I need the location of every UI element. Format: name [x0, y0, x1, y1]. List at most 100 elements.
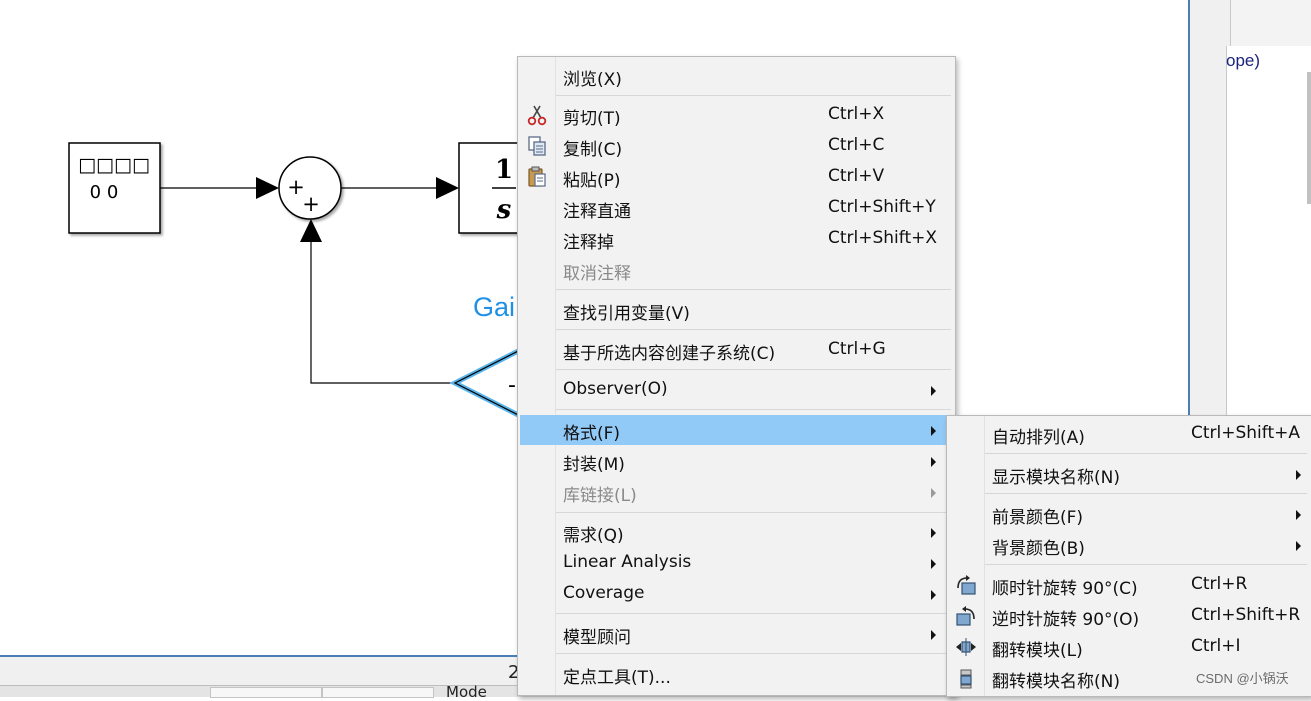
menu-item-label: 复制(C) [563, 140, 623, 160]
submenu-arrow-icon [1296, 470, 1301, 480]
menu-item-copy[interactable]: 复制(C) Ctrl+C [520, 131, 953, 161]
submenu-arrow-icon [931, 528, 936, 538]
panel-partial-text: ope) [1226, 51, 1261, 70]
menu-item-foreground-color[interactable]: 前景颜色(F) [949, 499, 1309, 529]
menu-separator [556, 329, 951, 330]
panel-list[interactable] [1226, 46, 1311, 416]
submenu-arrow-icon [931, 559, 936, 569]
menu-item-shortcut: Ctrl+Shift+R [1191, 605, 1301, 625]
menu-item-label: Linear Analysis [563, 552, 692, 572]
submenu-arrow-icon [931, 386, 936, 396]
panel-scrollbar[interactable] [1307, 72, 1311, 204]
menu-item-label: 逆时针旋转 90°(O) [992, 610, 1140, 630]
flip-block-icon [956, 638, 976, 656]
menu-item-label: 基于所选内容创建子系统(C) [563, 344, 776, 364]
menu-item-cut[interactable]: 剪切(T) Ctrl+X [520, 100, 953, 130]
menu-item-coverage[interactable]: Coverage [520, 579, 953, 609]
menu-item-label: 背景颜色(B) [992, 539, 1085, 559]
menu-item-label: 注释直通 [563, 202, 631, 222]
menu-item-flip-block[interactable]: 翻转模块(L) Ctrl+I [949, 632, 1309, 662]
menu-item-fixed-point-tool[interactable]: 定点工具(T)... [520, 659, 953, 689]
menu-item-linear-analysis[interactable]: Linear Analysis [520, 548, 953, 578]
menu-item-comment-out[interactable]: 注释掉 Ctrl+Shift+X [520, 224, 953, 254]
menu-item-shortcut: Ctrl+R [1191, 574, 1248, 594]
menu-separator [985, 453, 1307, 454]
submenu-arrow-icon [931, 457, 936, 467]
menu-item-label: 取消注释 [563, 264, 631, 284]
menu-item-shortcut: Ctrl+I [1191, 636, 1241, 656]
signal-lines [160, 187, 455, 384]
menu-item-label: 库链接(L) [563, 486, 637, 506]
menu-separator [556, 653, 951, 654]
bottom-cell[interactable] [210, 687, 322, 698]
menu-separator [556, 95, 951, 96]
sum-sign-1: + [287, 175, 305, 199]
menu-separator [556, 512, 951, 513]
submenu-arrow-icon [931, 590, 936, 600]
menu-item-format[interactable]: 格式(F) [520, 415, 953, 445]
menu-item-label: 封装(M) [563, 455, 625, 475]
menu-item-label: 注释掉 [563, 233, 614, 253]
submenu-arrow-icon [1296, 510, 1301, 520]
bottom-cell[interactable] [322, 687, 434, 698]
sum-sign-2: + [302, 192, 320, 216]
source-block-text-line1: □□□□ [78, 154, 150, 176]
menu-item-label: Coverage [563, 583, 645, 603]
menu-item-observer[interactable]: Observer(O) [520, 375, 953, 405]
integrator-denominator: s [496, 195, 512, 225]
submenu-arrow-icon [1296, 541, 1301, 551]
menu-item-flip-block-name[interactable]: 翻转模块名称(N) [949, 663, 1309, 693]
menu-item-shortcut: Ctrl+X [828, 104, 885, 124]
menu-item-shortcut: Ctrl+Shift+Y [828, 197, 936, 217]
menu-item-label: 查找引用变量(V) [563, 304, 690, 324]
gain-block-label: Gai [473, 292, 516, 322]
menu-item-requirements[interactable]: 需求(Q) [520, 517, 953, 547]
menu-item-label: 浏览(X) [563, 70, 622, 90]
menu-item-shortcut: Ctrl+Shift+X [828, 228, 938, 248]
menu-item-paste[interactable]: 粘贴(P) Ctrl+V [520, 162, 953, 192]
menu-item-find-referenced-variables[interactable]: 查找引用变量(V) [520, 295, 953, 325]
rotate-counterclockwise-icon [956, 606, 975, 626]
panel-header [1230, 0, 1311, 47]
menu-item-show-block-name[interactable]: 显示模块名称(N) [949, 459, 1309, 489]
integrator-numerator: 1 [495, 155, 513, 185]
context-menu: 浏览(X) 剪切(T) Ctrl+X 复制(C) Ctrl+C [517, 56, 956, 696]
submenu-arrow-icon [931, 426, 936, 436]
menu-separator [556, 409, 951, 410]
menu-item-comment-through[interactable]: 注释直通 Ctrl+Shift+Y [520, 193, 953, 223]
menu-item-library-link: 库链接(L) [520, 477, 953, 507]
sum-block[interactable]: + + [278, 156, 342, 220]
menu-item-shortcut: Ctrl+Shift+A [1191, 423, 1301, 443]
menu-item-shortcut: Ctrl+V [828, 166, 885, 186]
menu-item-label: 翻转模块名称(N) [992, 672, 1120, 692]
source-block[interactable]: □□□□ 0 0 [68, 142, 161, 234]
menu-item-model-advisor[interactable]: 模型顾问 [520, 619, 953, 649]
format-submenu: 自动排列(A) Ctrl+Shift+A 显示模块名称(N) 前景颜色(F) 背… [946, 415, 1311, 697]
menu-item-mask[interactable]: 封装(M) [520, 446, 953, 476]
signal-arrows [256, 177, 459, 242]
menu-item-browse[interactable]: 浏览(X) [520, 61, 953, 91]
submenu-arrow-icon [931, 630, 936, 640]
menu-separator [985, 564, 1307, 565]
menu-item-create-subsystem[interactable]: 基于所选内容创建子系统(C) Ctrl+G [520, 335, 953, 365]
menu-item-label: 显示模块名称(N) [992, 468, 1120, 488]
menu-item-label: 模型顾问 [563, 628, 631, 648]
source-block-text-line2: 0 0 [90, 182, 119, 203]
menu-separator [556, 369, 951, 370]
menu-item-label: 翻转模块(L) [992, 641, 1083, 661]
rotate-clockwise-icon [957, 575, 976, 595]
menu-item-shortcut: Ctrl+C [828, 135, 885, 155]
status-number: 2 [508, 662, 520, 683]
menu-item-background-color[interactable]: 背景颜色(B) [949, 530, 1309, 560]
menu-item-label: 前景颜色(F) [992, 508, 1084, 528]
menu-item-label: Observer(O) [563, 379, 668, 399]
scissors-icon [527, 105, 547, 126]
menu-item-label: 顺时针旋转 90°(C) [992, 579, 1138, 599]
gain-sign: - [508, 373, 516, 398]
copy-icon [528, 136, 546, 156]
menu-separator [556, 289, 951, 290]
menu-icon-gutter [518, 57, 556, 695]
menu-item-auto-arrange[interactable]: 自动排列(A) Ctrl+Shift+A [949, 419, 1309, 449]
menu-item-rotate-counterclockwise[interactable]: 逆时针旋转 90°(O) Ctrl+Shift+R [949, 601, 1309, 631]
menu-item-rotate-clockwise[interactable]: 顺时针旋转 90°(C) Ctrl+R [949, 570, 1309, 600]
